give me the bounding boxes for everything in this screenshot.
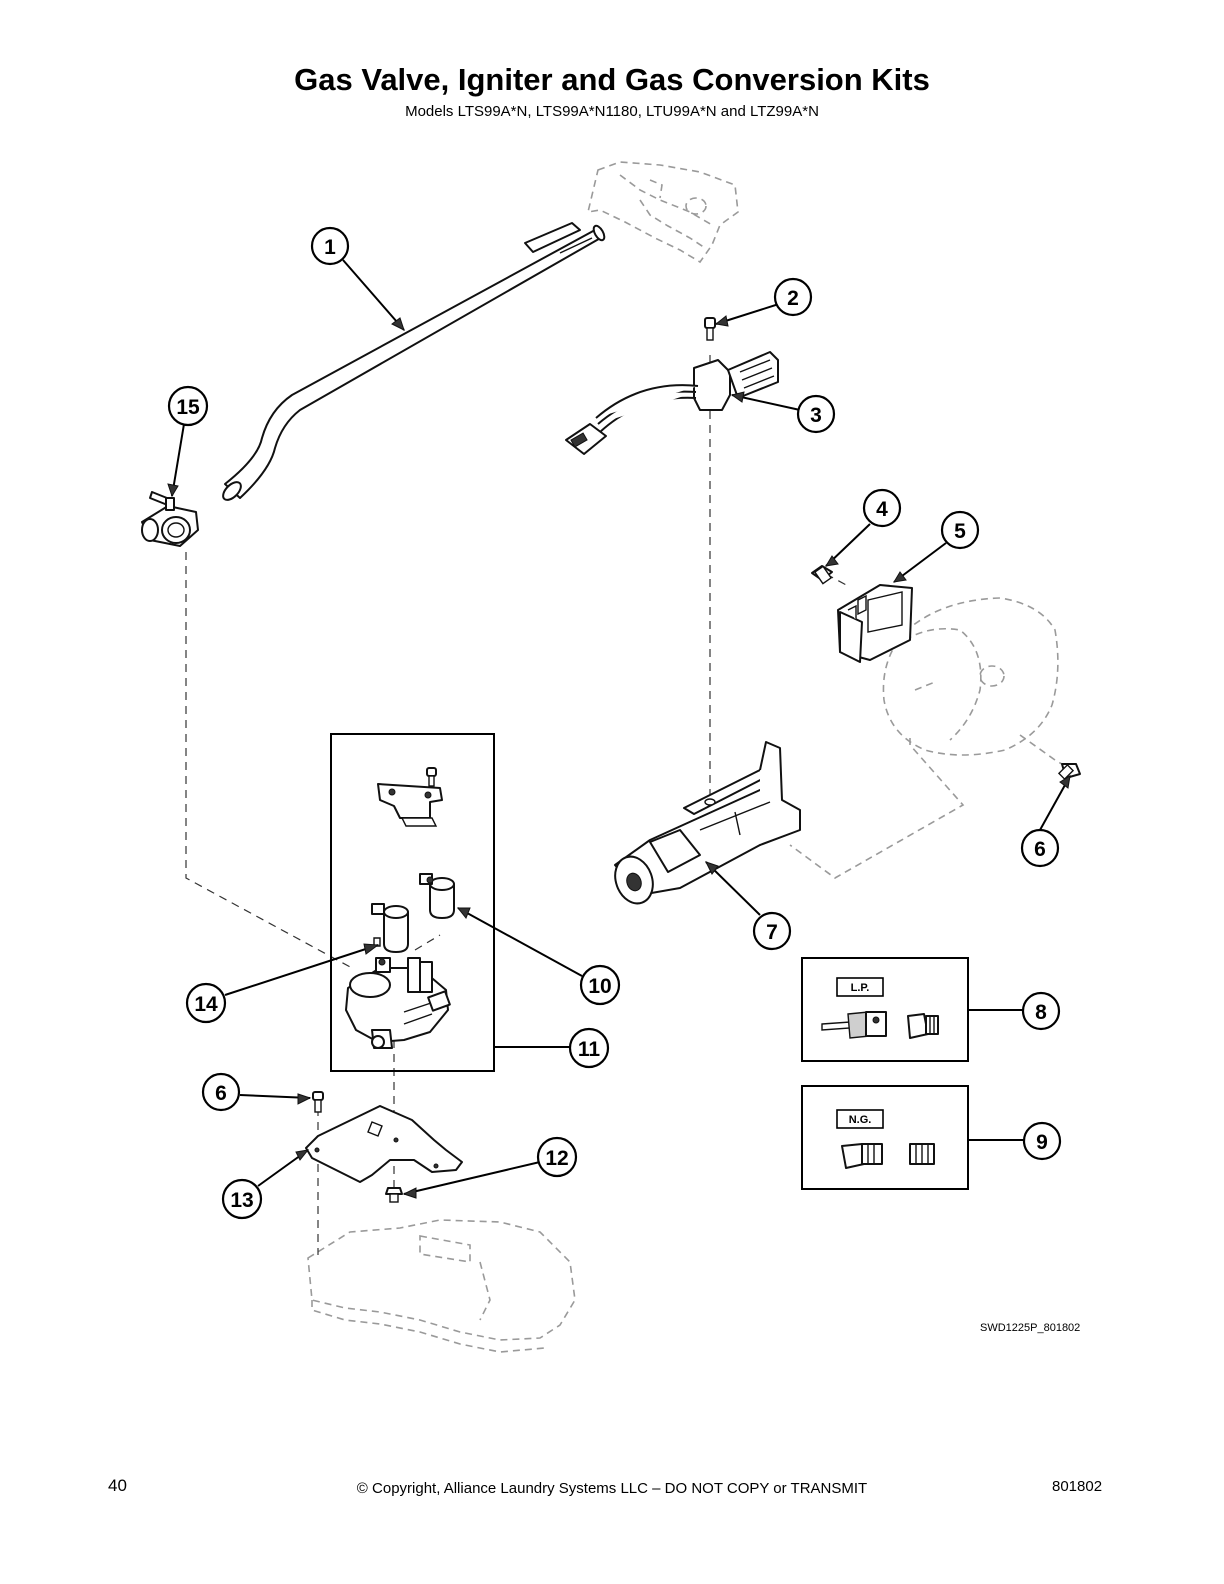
ghost-burner-drum bbox=[789, 597, 1073, 879]
page-title: Gas Valve, Igniter and Gas Conversion Ki… bbox=[294, 62, 930, 97]
ng-tag-text: N.G. bbox=[849, 1114, 872, 1126]
drawing-id: SWD1225P_801802 bbox=[980, 1322, 1081, 1334]
svg-text:1: 1 bbox=[324, 236, 336, 259]
models-subtitle: Models LTS99A*N, LTS99A*N1180, LTU99A*N … bbox=[405, 103, 819, 120]
part-coil-large bbox=[419, 873, 455, 919]
svg-text:13: 13 bbox=[230, 1189, 253, 1212]
part-burner-screw bbox=[1057, 763, 1081, 781]
callout-leaders bbox=[171, 259, 1071, 1195]
part-valve-body bbox=[345, 957, 451, 1049]
part-valve-mounting-bracket bbox=[305, 1105, 463, 1183]
part-valve-fitting bbox=[141, 491, 199, 547]
ng-tag bbox=[836, 1109, 884, 1129]
callout-9: 9 bbox=[1022, 1121, 1062, 1161]
callout-12: 12 bbox=[536, 1136, 578, 1178]
svg-text:14: 14 bbox=[194, 993, 218, 1016]
callout-arrowheads bbox=[167, 315, 1071, 1199]
svg-text:6: 6 bbox=[1034, 838, 1046, 861]
callout-13: 13 bbox=[221, 1178, 263, 1220]
part-gas-valve-assembly-box bbox=[330, 733, 495, 1072]
part-bracket-screw bbox=[811, 565, 833, 585]
lp-tag bbox=[836, 977, 884, 997]
svg-text:11: 11 bbox=[578, 1038, 601, 1061]
part-coil-small bbox=[371, 903, 409, 953]
callout-6-right: 6 bbox=[1020, 828, 1060, 868]
callout-10: 10 bbox=[579, 964, 621, 1006]
callout-11: 11 bbox=[568, 1027, 610, 1069]
ghost-base-plate bbox=[307, 1219, 576, 1353]
svg-text:2: 2 bbox=[787, 287, 799, 310]
part-igniter bbox=[565, 351, 779, 455]
svg-text:7: 7 bbox=[766, 921, 778, 944]
callout-14: 14 bbox=[185, 982, 227, 1024]
svg-text:5: 5 bbox=[954, 520, 966, 543]
svg-text:6: 6 bbox=[215, 1082, 227, 1105]
part-burner-tube bbox=[614, 741, 801, 905]
svg-text:8: 8 bbox=[1035, 1001, 1047, 1024]
page-number: 40 bbox=[108, 1476, 127, 1495]
callout-1: 1 bbox=[310, 226, 350, 266]
callout-3: 3 bbox=[796, 394, 836, 434]
callout-8: 8 bbox=[1021, 991, 1061, 1031]
callout-15: 15 bbox=[167, 385, 209, 427]
part-lp-conversion-kit: L.P. bbox=[801, 957, 969, 1062]
part-gas-supply-pipe bbox=[222, 222, 606, 501]
svg-text:3: 3 bbox=[810, 404, 822, 427]
svg-text:10: 10 bbox=[588, 975, 611, 998]
ghost-top-housing bbox=[586, 161, 739, 264]
callout-7: 7 bbox=[752, 911, 792, 951]
part-mounting-screw bbox=[312, 1091, 324, 1113]
document-number: 801802 bbox=[1052, 1478, 1103, 1495]
svg-text:9: 9 bbox=[1036, 1131, 1048, 1154]
callout-5: 5 bbox=[940, 510, 980, 550]
svg-text:4: 4 bbox=[876, 498, 888, 521]
part-bracket-bottom-screw bbox=[385, 1187, 403, 1203]
part-ng-conversion-kit: N.G. bbox=[801, 1085, 969, 1190]
svg-text:12: 12 bbox=[545, 1147, 568, 1170]
callout-6-left: 6 bbox=[201, 1072, 241, 1112]
part-flame-sensor-bracket bbox=[837, 584, 913, 663]
svg-text:15: 15 bbox=[176, 396, 200, 419]
part-igniter-screw bbox=[704, 317, 716, 341]
callout-2: 2 bbox=[773, 277, 813, 317]
copyright-notice: © Copyright, Alliance Laundry Systems LL… bbox=[356, 1480, 868, 1497]
callout-4: 4 bbox=[862, 488, 902, 528]
lp-tag-text: L.P. bbox=[851, 982, 870, 994]
